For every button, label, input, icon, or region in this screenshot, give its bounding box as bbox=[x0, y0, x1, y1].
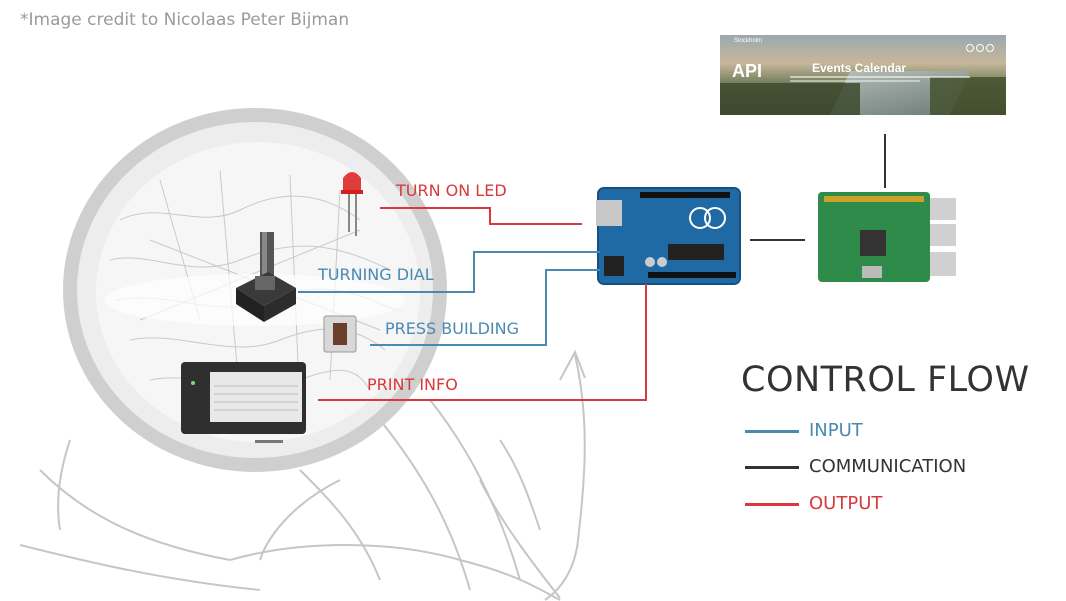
api-title: API bbox=[732, 61, 763, 81]
legend-label-input: INPUT bbox=[809, 420, 863, 441]
label-turning-dial: TURNING DIAL bbox=[318, 265, 434, 284]
arduino-board-icon bbox=[596, 187, 741, 285]
printer-icon bbox=[181, 362, 306, 443]
banner-trees-right bbox=[930, 77, 1006, 115]
legend-item-input: INPUT bbox=[745, 420, 1005, 442]
legend-label-output: OUTPUT bbox=[809, 493, 883, 514]
legend-item-output: OUTPUT bbox=[745, 493, 1005, 515]
raspberry-pi-icon bbox=[818, 192, 956, 282]
input-lines bbox=[298, 251, 600, 346]
label-print-info: PRINT INFO bbox=[367, 375, 458, 394]
label-press-building: PRESS BUILDING bbox=[385, 319, 519, 338]
api-banner: Stockholm API Events Calendar bbox=[720, 35, 1006, 115]
communication-lines bbox=[750, 134, 886, 241]
label-turn-on-led: TURN ON LED bbox=[396, 181, 507, 200]
output-lines bbox=[318, 207, 647, 401]
legend-title: CONTROL FLOW bbox=[741, 360, 1030, 400]
banner-social-icons bbox=[964, 39, 994, 57]
legend-item-communication: COMMUNICATION bbox=[745, 456, 1005, 478]
banner-text-line bbox=[790, 76, 970, 78]
led-icon bbox=[341, 172, 363, 236]
legend-swatch-communication bbox=[745, 466, 799, 469]
banner-trees-left bbox=[720, 83, 860, 115]
rotary-encoder-icon bbox=[236, 232, 296, 322]
push-button-icon bbox=[323, 315, 357, 353]
hand-sketch bbox=[19, 349, 586, 601]
legend-swatch-input bbox=[745, 430, 799, 433]
banner-brand: Stockholm bbox=[734, 38, 763, 44]
events-calendar-title: Events Calendar bbox=[812, 61, 907, 75]
banner-text-line bbox=[790, 80, 920, 82]
image-credit: *Image credit to Nicolaas Peter Bijman bbox=[20, 10, 350, 30]
legend-label-communication: COMMUNICATION bbox=[809, 456, 967, 477]
legend-swatch-output bbox=[745, 503, 799, 506]
